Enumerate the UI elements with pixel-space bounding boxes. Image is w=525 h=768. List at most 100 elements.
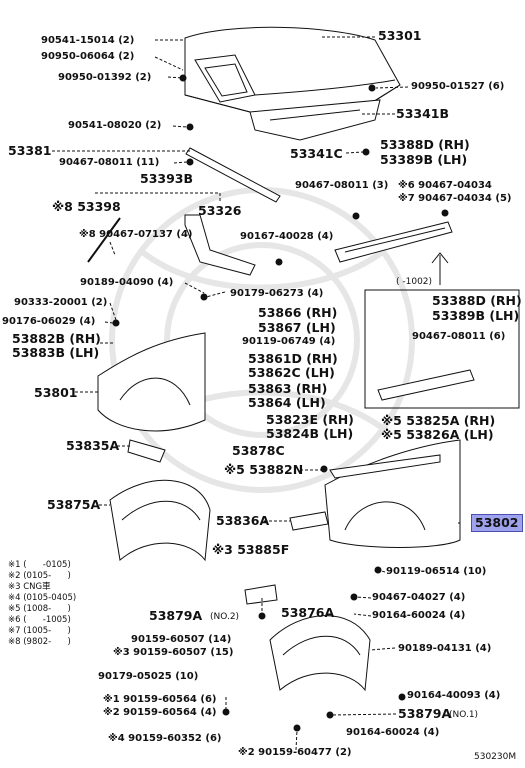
label-90159-60564-a[interactable]: ※1 90159-60564 (6) <box>103 694 217 705</box>
label-90164-40093[interactable]: 90164-40093 (4) <box>407 690 501 701</box>
fender-liner-right[interactable] <box>269 615 371 692</box>
label-90176-06029[interactable]: 90176-06029 (4) <box>2 316 96 327</box>
legend-item: ※4 (0105-0405) <box>8 593 77 603</box>
up-arrow-icon <box>431 252 449 285</box>
label-53301[interactable]: 53301 <box>378 28 422 43</box>
screw-icon[interactable] <box>441 209 449 217</box>
label-53326[interactable]: 53326 <box>198 203 242 218</box>
hood-panel[interactable] <box>184 26 401 113</box>
label-90119-06749[interactable]: 90119-06749 (4) <box>242 336 336 347</box>
label-53825a[interactable]: ※5 53825A (RH) <box>381 413 496 428</box>
nut-icon[interactable] <box>112 319 120 327</box>
label-53885f[interactable]: ※3 53885F <box>212 542 290 557</box>
label-53341c[interactable]: 53341C <box>290 146 343 161</box>
label-90167-40028[interactable]: 90167-40028 (4) <box>240 231 334 242</box>
label-53802-highlighted[interactable]: 53802 <box>471 514 523 532</box>
clip-icon[interactable] <box>350 593 358 601</box>
label-53882b[interactable]: 53882B (RH) <box>12 331 101 346</box>
front-fender-left[interactable] <box>97 332 206 432</box>
label-53388d-box[interactable]: 53388D (RH) <box>432 293 522 308</box>
label-53389b-box[interactable]: 53389B (LH) <box>432 308 520 323</box>
screw-icon[interactable] <box>186 158 194 166</box>
label-90541-15014[interactable]: 90541-15014 (2) <box>41 35 135 46</box>
legend-item: ※1 ( -0105) <box>8 560 71 570</box>
cover-53885f[interactable] <box>244 584 278 605</box>
bracket-53836a[interactable] <box>289 511 329 531</box>
label-90467-04034-a[interactable]: ※6 90467-04034 <box>398 180 492 191</box>
legend-item: ※5 (1008- ) <box>8 604 71 614</box>
label-53826a[interactable]: ※5 53826A (LH) <box>381 427 494 442</box>
label-53867[interactable]: 53867 (LH) <box>258 320 336 335</box>
bolt-icon[interactable] <box>275 258 283 266</box>
front-fender-right[interactable] <box>324 439 461 548</box>
hood-support-rod[interactable] <box>87 217 121 263</box>
label-53393b[interactable]: 53393B <box>140 171 194 186</box>
label-53883b[interactable]: 53883B (LH) <box>12 345 100 360</box>
label-90164-60024-b[interactable]: 90164-60024 (4) <box>346 727 440 738</box>
seal-53835a[interactable] <box>127 439 166 463</box>
figure-id: 530230M <box>474 752 517 762</box>
label-no2: (NO.2) <box>210 612 240 622</box>
label-53823e[interactable]: 53823E (RH) <box>266 412 354 427</box>
label-90159-60507-a[interactable]: 90159-60507 (14) <box>131 634 232 645</box>
label-90333-20001[interactable]: 90333-20001 (2) <box>14 297 108 308</box>
label-53861d[interactable]: 53861D (RH) <box>248 351 338 366</box>
label-90467-08011-3[interactable]: 90467-08011 (3) <box>295 180 389 191</box>
label-53875a[interactable]: 53875A <box>47 497 101 512</box>
label-53836a[interactable]: 53836A <box>216 513 270 528</box>
label-90950-01527[interactable]: 90950-01527 (6) <box>411 81 505 92</box>
label-90541-08020[interactable]: 90541-08020 (2) <box>68 120 162 131</box>
fender-liner-left[interactable] <box>109 479 211 562</box>
label-90119-06514[interactable]: 90119-06514 (10) <box>386 566 487 577</box>
label-90467-08011-6[interactable]: 90467-08011 (6) <box>412 331 506 342</box>
label-90159-60507-b[interactable]: ※3 90159-60507 (15) <box>113 647 234 658</box>
label-90164-60024-a[interactable]: 90164-60024 (4) <box>372 610 466 621</box>
label-53381[interactable]: 53381 <box>8 143 52 158</box>
label-90179-06273[interactable]: 90179-06273 (4) <box>230 288 324 299</box>
label-90159-60564-b[interactable]: ※2 90159-60564 (4) <box>103 707 217 718</box>
label-90159-60352[interactable]: ※4 90159-60352 (6) <box>108 733 222 744</box>
label-90189-04131[interactable]: 90189-04131 (4) <box>398 643 492 654</box>
clip-icon[interactable] <box>368 84 376 92</box>
label-90950-01392[interactable]: 90950-01392 (2) <box>58 72 152 83</box>
label-53824b[interactable]: 53824B (LH) <box>266 426 354 441</box>
label-90179-05025[interactable]: 90179-05025 (10) <box>98 671 199 682</box>
label-90189-04090[interactable]: 90189-04090 (4) <box>80 277 174 288</box>
clip-icon[interactable] <box>398 693 406 701</box>
hood-insulator[interactable] <box>249 99 381 141</box>
label-53866[interactable]: 53866 (RH) <box>258 305 338 320</box>
label-90159-60477[interactable]: ※2 90159-60477 (2) <box>238 747 352 758</box>
clip-icon[interactable] <box>326 711 334 719</box>
label-53388d-top[interactable]: 53388D (RH) <box>380 137 470 152</box>
label-90467-08011-11[interactable]: 90467-08011 (11) <box>59 157 160 168</box>
label-53864[interactable]: 53864 (LH) <box>248 395 326 410</box>
hood-side-seal-top[interactable] <box>334 221 453 263</box>
label-90467-04034-b[interactable]: ※7 90467-04034 (5) <box>398 193 512 204</box>
bolt-icon[interactable] <box>200 293 208 301</box>
label-53879a-no1[interactable]: 53879A <box>398 706 452 721</box>
hood-side-seal-box[interactable] <box>364 289 520 409</box>
label-53876a[interactable]: 53876A <box>281 605 335 620</box>
label-53863[interactable]: 53863 (RH) <box>248 381 328 396</box>
clip-icon[interactable] <box>362 148 370 156</box>
label-53398[interactable]: ※8 53398 <box>52 199 121 214</box>
label-53341b[interactable]: 53341B <box>396 106 450 121</box>
label-53389b-top[interactable]: 53389B (LH) <box>380 152 468 167</box>
label-53878c[interactable]: 53878C <box>232 443 285 458</box>
hood-lock-bracket[interactable] <box>184 214 256 276</box>
cowl-seal[interactable] <box>185 147 281 203</box>
label-53879a-no2[interactable]: 53879A <box>149 608 203 623</box>
label-90467-07137[interactable]: ※8 90467-07137 (4) <box>79 229 193 240</box>
label-53862c[interactable]: 53862C (LH) <box>248 365 335 380</box>
label-53801[interactable]: 53801 <box>34 385 78 400</box>
label-90950-06064[interactable]: 90950-06064 (2) <box>41 51 135 62</box>
label-53882n[interactable]: ※5 53882N <box>224 462 304 477</box>
label-53835a[interactable]: 53835A <box>66 438 120 453</box>
clip-icon[interactable] <box>186 123 194 131</box>
label-90467-04027[interactable]: 90467-04027 (4) <box>372 592 466 603</box>
clip-icon[interactable] <box>320 465 328 473</box>
screw-icon[interactable] <box>293 724 301 732</box>
screw-icon[interactable] <box>352 212 360 220</box>
fender-molding[interactable] <box>329 454 441 479</box>
